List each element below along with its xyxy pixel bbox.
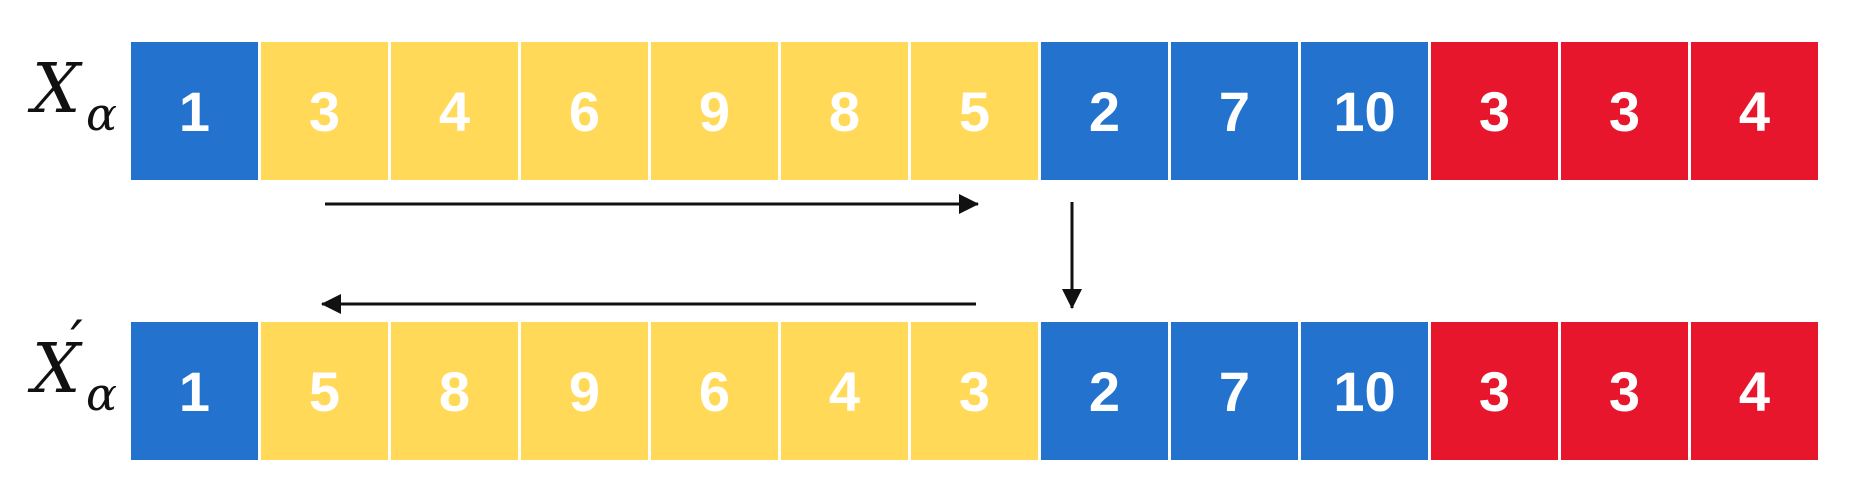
row-label-original: X α: [24, 50, 124, 141]
sequence-cell: 2: [1041, 42, 1168, 180]
sequence-cell: 2: [1041, 322, 1168, 460]
sequence-cell: 10: [1301, 322, 1428, 460]
sequence-cell: 3: [911, 322, 1038, 460]
label-x: X: [32, 50, 81, 129]
sequence-cell: 7: [1171, 322, 1298, 460]
sequence-cell: 4: [781, 322, 908, 460]
sequence-cell: 5: [911, 42, 1038, 180]
sequence-cell: 3: [1561, 42, 1688, 180]
sequence-cell: 3: [1431, 42, 1558, 180]
label-accent-mark: ´: [60, 313, 87, 376]
sequence-cell: 3: [1561, 322, 1688, 460]
sequence-cell: 8: [781, 42, 908, 180]
sequence-cell: 4: [1691, 42, 1818, 180]
label-subscript-alpha: α: [86, 367, 118, 421]
sequence-cell: 1: [131, 42, 258, 180]
sequence-cell: 1: [131, 322, 258, 460]
label-subscript-alpha: α: [86, 87, 118, 141]
sequence-cell: 5: [261, 322, 388, 460]
label-x-prime: X: [32, 330, 81, 409]
sequence-cell: 6: [521, 42, 648, 180]
sequence-cell: 3: [1431, 322, 1558, 460]
sequence-cell: 10: [1301, 42, 1428, 180]
sequence-cell: 3: [261, 42, 388, 180]
sequence-cell: 9: [521, 322, 648, 460]
sequence-cell: 4: [391, 42, 518, 180]
sequence-cell: 7: [1171, 42, 1298, 180]
sequence-cell: 4: [1691, 322, 1818, 460]
sequence-cell: 6: [651, 322, 778, 460]
row-label-reversed: ´ X α: [24, 318, 124, 422]
sequence-cell: 8: [391, 322, 518, 460]
sequence-cell: 9: [651, 42, 778, 180]
